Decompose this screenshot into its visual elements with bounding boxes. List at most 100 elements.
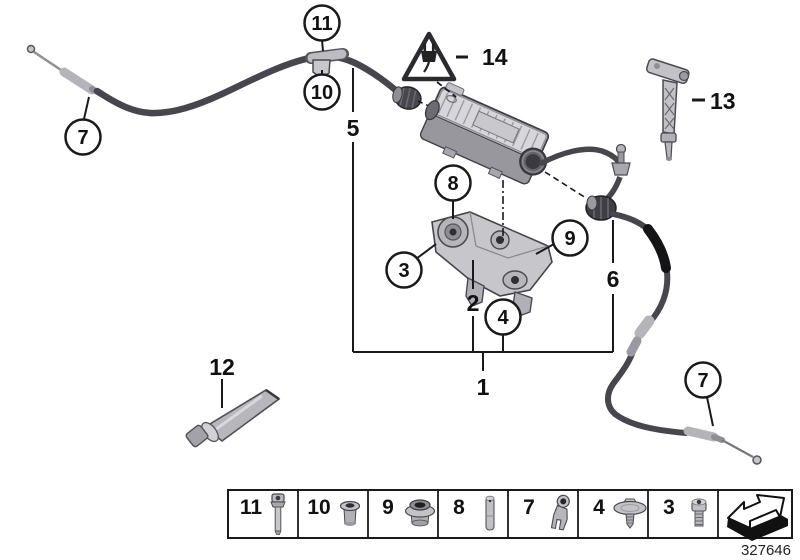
callout-8-bracket-screw[interactable]: 8 [434, 164, 472, 202]
actuator-cable-inlet [424, 100, 440, 121]
callout-7-right-cable[interactable]: 7 [684, 361, 722, 399]
legend-number-8[interactable]: 8 [453, 496, 465, 519]
legend-number-11[interactable]: 11 [240, 496, 263, 519]
cable-inner-wire [721, 439, 754, 458]
plug-cord [423, 61, 431, 73]
label-5[interactable]: 5 [347, 115, 360, 141]
bracket-rivet-hole [496, 236, 504, 244]
direction-arrow-icon [727, 494, 788, 541]
callout-10-clamp-grommet[interactable]: 10 [303, 73, 341, 111]
bracket-hole-right [511, 276, 519, 284]
ball-pin-flange [611, 162, 631, 176]
leader-3 [415, 243, 437, 260]
stud-pin-icon [485, 495, 495, 531]
power-plug-icon [421, 43, 437, 73]
leader-9 [535, 243, 555, 255]
bulkhead-grommet [585, 195, 617, 221]
lubricant-tube [185, 388, 281, 448]
leader-7-right [706, 396, 714, 427]
callout-10-label[interactable]: 10 [311, 82, 333, 104]
tube-crimp [265, 388, 280, 401]
expanding-rivet-icon [613, 498, 647, 529]
leader-7-left [83, 96, 90, 120]
warning-leader-dashed [436, 81, 457, 98]
legend-cell-8[interactable]: 8 [453, 495, 495, 531]
cable-adjuster-barrel [634, 315, 655, 339]
actuator-outlet-core [525, 154, 541, 170]
callout-7-right-label[interactable]: 7 [697, 370, 708, 392]
grommet-cap [586, 195, 598, 211]
ball-pin-stem [617, 151, 625, 164]
cable-conduit-upper [538, 146, 625, 174]
tool-lattice [664, 87, 675, 130]
grommet-cap [392, 86, 403, 104]
cable-ferrule [683, 426, 719, 442]
tube-highlight [211, 394, 263, 434]
right-bowden-cable [538, 143, 762, 465]
tool-tip-end [666, 157, 672, 161]
inlet-grommet [392, 86, 422, 110]
legend-cell-9[interactable]: 9 [382, 496, 436, 527]
label-13[interactable]: 13 [710, 88, 736, 114]
arrow-top-face [727, 494, 785, 529]
tool-collar [660, 132, 677, 143]
rivet-nut-icon [339, 500, 361, 526]
legend-strip: 11 10 9 [227, 489, 793, 541]
free-labels: 5 14 13 2 6 1 12 [209, 44, 735, 400]
leader-11 [321, 39, 324, 52]
label-2[interactable]: 2 [467, 290, 480, 316]
cable-sheath [93, 53, 404, 117]
callout-3-holder-clip[interactable]: 3 [385, 251, 423, 289]
leader-lines [83, 39, 714, 427]
callout-7-left-label[interactable]: 7 [77, 127, 88, 149]
legend-cell-7[interactable]: 7 [523, 494, 571, 531]
arrow-side-face [727, 515, 788, 541]
callout-4-label[interactable]: 4 [497, 307, 509, 329]
legend-cell-4[interactable]: 4 [593, 496, 647, 529]
torx-bolt-icon [270, 493, 286, 535]
legend-dividers [297, 490, 719, 538]
electrical-warning [401, 31, 457, 98]
legend-cell-3[interactable]: 3 [663, 496, 707, 527]
callout-11-cable-clamp[interactable]: 11 [303, 4, 341, 42]
cable-end-ball [752, 455, 762, 465]
cable-holder-icon [550, 494, 570, 531]
legend-number-3[interactable]: 3 [663, 496, 675, 519]
positioning-tool [645, 58, 690, 161]
part-number: 327646 [741, 542, 791, 559]
bracket-edge-lines [469, 211, 549, 259]
tube-cap [185, 424, 209, 448]
callout-3-label[interactable]: 3 [398, 260, 409, 282]
tool-tip [664, 141, 673, 159]
grommet-icon [404, 499, 436, 527]
legend-cell-10[interactable]: 10 [307, 496, 361, 526]
callout-9-label[interactable]: 9 [564, 228, 575, 250]
parking-brake-actuator [419, 82, 550, 185]
legend-number-4[interactable]: 4 [593, 496, 605, 519]
tool-joint [678, 70, 690, 82]
label-6[interactable]: 6 [607, 266, 620, 292]
legend-number-9[interactable]: 9 [382, 496, 394, 519]
legend-number-7[interactable]: 7 [523, 496, 535, 519]
cable-fitting [626, 336, 642, 357]
callout-8-label[interactable]: 8 [447, 173, 458, 195]
torx-screw-icon [691, 498, 707, 527]
grommet-ribs [399, 87, 417, 109]
legend-cell-11[interactable]: 11 [240, 493, 286, 535]
cable-protective-sleeve [643, 224, 671, 273]
label-14[interactable]: 14 [482, 44, 508, 70]
actuator-foot [487, 166, 503, 179]
legend-number-10[interactable]: 10 [307, 496, 330, 519]
bracket-screw-hole [449, 228, 457, 236]
callout-9-bracket-grommet[interactable]: 9 [551, 219, 589, 257]
bracket-hook-left [465, 276, 485, 307]
callout-11-label[interactable]: 11 [311, 13, 332, 35]
label-12[interactable]: 12 [209, 354, 235, 380]
exploded-axis-dashed [544, 171, 587, 199]
callout-7-left-cable[interactable]: 7 [64, 118, 102, 156]
label-1[interactable]: 1 [477, 374, 490, 400]
mounting-bracket [431, 211, 553, 317]
callout-4-expanding-rivet[interactable]: 4 [484, 298, 522, 336]
